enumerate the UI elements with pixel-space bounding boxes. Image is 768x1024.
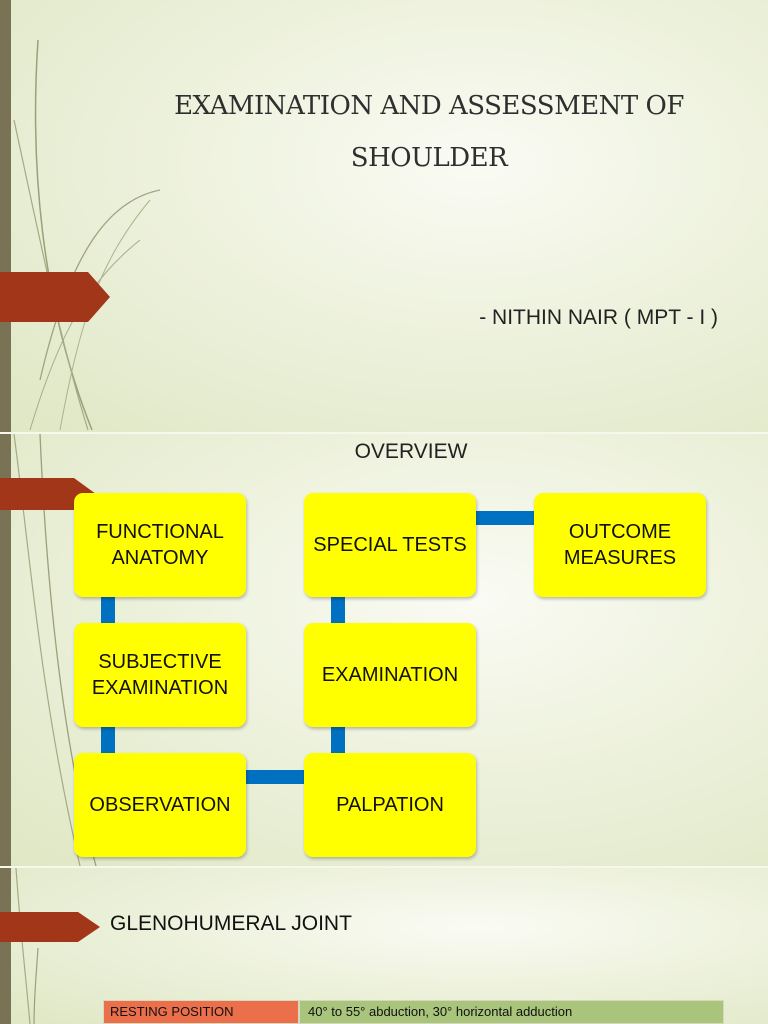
resting-position-table: RESTING POSITION 40° to 55° abduction, 3… — [103, 1000, 724, 1024]
left-decorative-strip — [0, 868, 11, 1024]
table-cell-label: RESTING POSITION — [103, 1000, 299, 1024]
box-outcome-measures: OUTCOME MEASURES — [534, 493, 706, 597]
box-palpation: PALPATION — [304, 753, 476, 857]
box-special-tests: SPECIAL TESTS — [304, 493, 476, 597]
presentation-title: EXAMINATION AND ASSESSMENT OF SHOULDER — [90, 80, 768, 184]
box-subjective-examination: SUBJECTIVE EXAMINATION — [74, 623, 246, 727]
connector-observation-to-palpation — [246, 770, 304, 784]
decorative-swoosh-lines — [0, 0, 200, 432]
left-decorative-strip — [0, 0, 11, 432]
box-observation: OBSERVATION — [74, 753, 246, 857]
connector-functional-to-subjective — [101, 596, 115, 626]
connector-examination-to-special-tests — [331, 596, 345, 626]
connector-special-tests-to-outcome — [476, 511, 534, 525]
overview-heading: OVERVIEW — [0, 440, 768, 464]
author-line: - NITHIN NAIR ( MPT - I ) — [479, 306, 718, 330]
title-line-2: SHOULDER — [90, 132, 768, 184]
connector-subjective-to-observation — [101, 726, 115, 756]
glenohumeral-slide: GLENOHUMERAL JOINT RESTING POSITION 40° … — [0, 868, 768, 1024]
red-arrow-tab — [0, 272, 110, 322]
connector-palpation-to-examination — [331, 726, 345, 756]
red-arrow-tab — [0, 912, 100, 942]
section-title: GLENOHUMERAL JOINT — [110, 912, 352, 936]
title-line-1: EXAMINATION AND ASSESSMENT OF — [90, 80, 768, 132]
box-functional-anatomy: FUNCTIONAL ANATOMY — [74, 493, 246, 597]
title-slide: EXAMINATION AND ASSESSMENT OF SHOULDER -… — [0, 0, 768, 432]
overview-slide: OVERVIEW FUNCTIONAL ANATOMY SUBJECTIVE E… — [0, 434, 768, 866]
table-cell-value: 40° to 55° abduction, 30° horizontal add… — [299, 1000, 724, 1024]
box-examination: EXAMINATION — [304, 623, 476, 727]
